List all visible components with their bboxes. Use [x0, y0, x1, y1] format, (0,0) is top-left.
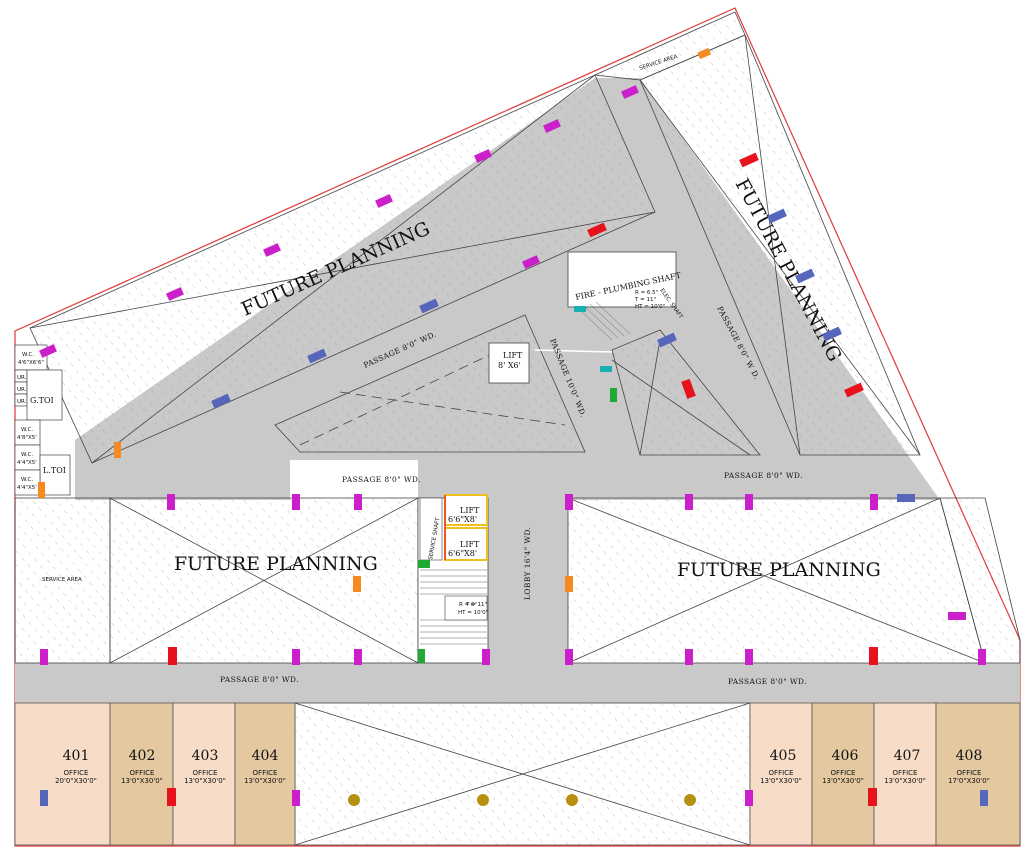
office-407-size: 13'0"X30'0"	[884, 777, 926, 785]
ur-1: UR.	[17, 375, 27, 381]
lift-1-box	[488, 342, 530, 384]
zone-service-area-left	[14, 497, 111, 664]
office-402-number: 402	[129, 748, 156, 764]
zone-right-strip	[939, 497, 1021, 664]
stair-b-note-1: R = 6"	[459, 602, 477, 608]
office-406-label: OFFICE	[831, 769, 856, 777]
wc4-size: 4'4"X5'	[17, 485, 37, 491]
passage-mid-left: PASSAGE 8'0" WD.	[342, 475, 421, 484]
office-404-number: 404	[252, 748, 279, 764]
gtoi: G.TOI	[30, 396, 54, 405]
wc2-name: W.C.	[21, 427, 33, 433]
office-401-number: 401	[63, 748, 90, 764]
office-407-label: OFFICE	[893, 769, 918, 777]
office-401-label: OFFICE	[64, 769, 89, 777]
toilet-block	[14, 344, 71, 496]
lift-1-size: 8' X6'	[498, 361, 521, 370]
wc3-size: 4'4"X5'	[17, 460, 37, 466]
office-404	[234, 702, 296, 846]
columns-orange	[38, 47, 712, 592]
lift-2-name: LIFT	[460, 506, 480, 515]
wc3-name: W.C.	[21, 452, 33, 458]
ur-3: UR.	[17, 399, 27, 405]
office-405	[749, 702, 813, 846]
office-408-size: 17'0"X30'0"	[948, 777, 990, 785]
stair-note-2: T = 11"	[634, 297, 656, 303]
office-406-size: 13'0"X30'0"	[822, 777, 864, 785]
columns-red	[167, 152, 878, 806]
stair-note-1: R = 6.5"	[635, 290, 658, 296]
wc1-size: 4'6"X6'6"	[18, 360, 44, 366]
office-408-label: OFFICE	[957, 769, 982, 777]
office-405-number: 405	[770, 748, 797, 764]
passage-mid-right: PASSAGE 8'0" WD.	[724, 471, 803, 480]
stair-b-note-2: T = 11"	[465, 602, 487, 608]
office-408	[935, 702, 1021, 846]
columns-green	[418, 306, 617, 663]
office-403-label: OFFICE	[193, 769, 218, 777]
wc1-name: W.C.	[22, 352, 34, 358]
wc2-size: 4'8"X5'	[17, 435, 37, 441]
future-planning-zones	[14, 11, 1021, 846]
office-401-size: 20'0"X30'0"	[55, 777, 97, 785]
columns-magenta	[39, 85, 986, 806]
office-405-label: OFFICE	[769, 769, 794, 777]
ur-2: UR.	[17, 387, 27, 393]
columns	[38, 47, 988, 806]
office-406	[811, 702, 875, 846]
office-407-number: 407	[894, 748, 921, 764]
office-403	[172, 702, 236, 846]
lift-2-size: 6'6"X8'	[448, 515, 477, 524]
office-408-number: 408	[956, 748, 983, 764]
fire-shaft-box	[567, 251, 677, 308]
stair-note-3: HT = 10'0"	[635, 304, 665, 310]
lift-1-name: LIFT	[503, 351, 523, 360]
office-406-number: 406	[832, 748, 859, 764]
office-403-size: 13'0"X30'0"	[184, 777, 226, 785]
center-core	[417, 251, 677, 664]
passages	[15, 78, 1020, 703]
passage-bottom-right: PASSAGE 8'0" WD.	[728, 677, 807, 686]
office-401	[14, 702, 111, 846]
lift-3-name: LIFT	[460, 540, 480, 549]
lift-3-size: 6'6"X8'	[448, 549, 477, 558]
office-404-size: 13'0"X30'0"	[244, 777, 286, 785]
offices	[14, 702, 1021, 846]
columns-blue	[40, 208, 988, 806]
zone-service-area-top	[593, 11, 746, 81]
service-area-left: SERVICE AREA	[42, 577, 82, 583]
office-405-size: 13'0"X30'0"	[760, 777, 802, 785]
lift-2-box	[444, 494, 488, 526]
future-planning-middle-right: FUTURE PLANNING	[677, 559, 881, 581]
office-407	[873, 702, 937, 846]
office-402-label: OFFICE	[130, 769, 155, 777]
future-planning-middle-left: FUTURE PLANNING	[174, 553, 378, 575]
office-403-number: 403	[192, 748, 219, 764]
wc4-name: W.C.	[21, 477, 33, 483]
office-404-label: OFFICE	[253, 769, 278, 777]
lobby-label: LOBBY 16'4" WD.	[523, 527, 532, 600]
passage-bottom-left: PASSAGE 8'0" WD.	[220, 675, 299, 684]
stair-b-note-3: HT = 10'0"	[458, 610, 488, 616]
office-402	[109, 702, 174, 846]
ltoi: L.TOI	[43, 466, 66, 475]
office-labels: 401 OFFICE 20'0"X30'0" 402 OFFICE 13'0"X…	[55, 748, 990, 785]
office-402-size: 13'0"X30'0"	[121, 777, 163, 785]
columns-gold	[348, 794, 696, 806]
